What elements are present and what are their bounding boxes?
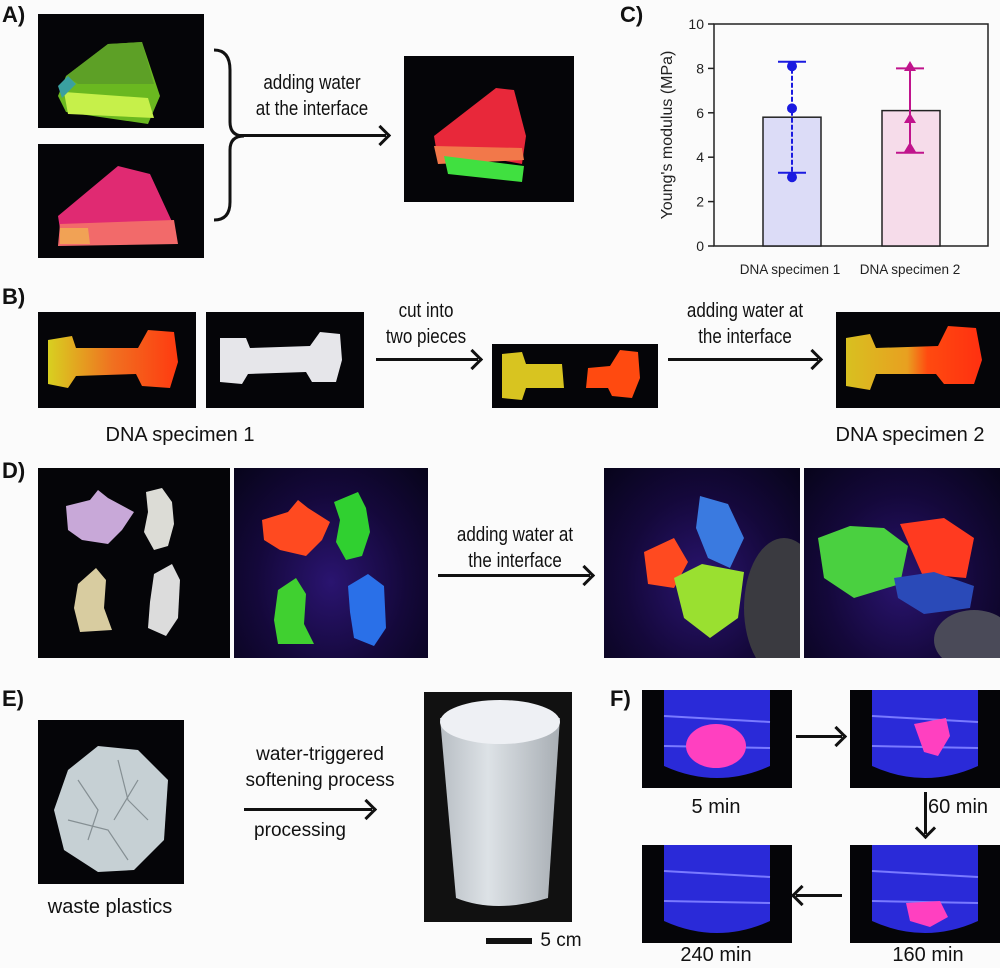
panel-d-arrow-text-1: adding water at [456, 524, 574, 546]
panel-f-vial-60min-photo [850, 690, 1000, 788]
chart-x-label-1: DNA specimen 1 [740, 262, 841, 277]
panel-f-arrow-5-to-60 [796, 735, 842, 738]
panel-d-arrow-text-2: the interface [468, 550, 562, 572]
panel-d-arrow [438, 574, 590, 577]
panel-e-caption-waste-plastics: waste plastics [47, 896, 173, 918]
panel-b-caption-specimen-1: DNA specimen 1 [105, 424, 255, 446]
panel-a-merged-wedge-photo [404, 56, 574, 202]
panel-b-healed-dogbone-photo [836, 312, 1000, 408]
chart-y-axis-label: Young's modulus (MPa) [659, 51, 676, 220]
panel-f-time-5min: 5 min [691, 796, 741, 818]
panel-e-label: E) [2, 686, 24, 711]
panel-b-cut-arrow [376, 358, 478, 361]
bar-dna-specimen-2 [881, 109, 941, 247]
panel-f-time-240min: 240 min [680, 944, 752, 966]
panel-f-time-60min: 60 min [928, 796, 989, 818]
panel-b-water-arrow [668, 358, 818, 361]
panel-d-pieces-white-light-photo [38, 468, 230, 658]
panel-d-label: D) [2, 458, 26, 483]
svg-text:6: 6 [696, 105, 704, 121]
panel-f-vial-5min-photo [642, 690, 792, 788]
panel-f-label: F) [610, 686, 631, 711]
panel-d-assembled-photo-2 [804, 468, 1000, 658]
panel-f-vial-240min-photo [642, 845, 792, 943]
chart-x-label-2: DNA specimen 2 [860, 262, 961, 277]
panel-b-caption-specimen-2: DNA specimen 2 [835, 424, 985, 446]
panel-f-vial-160min-photo [850, 845, 1000, 943]
svg-text:8: 8 [696, 60, 704, 76]
data-points-specimen-2 [904, 61, 916, 152]
data-points-specimen-1 [787, 61, 797, 183]
panel-a-green-wedge-photo [38, 14, 204, 128]
youngs-modulus-bar-chart: 0 2 4 6 8 10 Young's modulus (MPa) DNA s… [659, 16, 989, 277]
panel-d-pieces-uv-photo [234, 468, 428, 658]
panel-a-arrow-text-1: adding water [263, 72, 361, 94]
scale-bar-label: 5 cm [540, 930, 582, 951]
panel-a-label: A) [2, 2, 26, 27]
panel-b-dogbone-white-photo [206, 312, 364, 408]
panel-e-arrow [244, 808, 372, 811]
panel-b-step2-text-1: adding water at [686, 300, 804, 322]
chart-y-tick-labels: 0 2 4 6 8 10 [688, 16, 704, 254]
panel-e-arrow-text-below: processing [254, 820, 346, 841]
svg-text:4: 4 [696, 149, 704, 165]
chart-plot-frame [713, 23, 989, 247]
svg-text:0: 0 [696, 238, 704, 254]
scale-bar-line [486, 938, 532, 944]
panel-b-step1-text-1: cut into [398, 300, 454, 322]
panel-e-arrow-text-1: water-triggered [256, 744, 384, 765]
panel-d-assembled-photo-1 [604, 468, 800, 658]
svg-text:2: 2 [696, 194, 704, 210]
panel-b-label: B) [2, 284, 26, 309]
panel-b-dogbone-colored-photo [38, 312, 196, 408]
panel-f-arrow-60-to-160 [924, 792, 927, 834]
panel-f-time-160min: 160 min [892, 944, 964, 966]
panel-e-cylinder-photo [424, 692, 572, 922]
panel-b-step2-text-2: the interface [698, 326, 792, 348]
panel-e-waste-plastics-photo [38, 720, 184, 884]
panel-f-arrow-160-to-240 [796, 894, 842, 897]
panel-c-label: C) [620, 2, 644, 27]
panel-b-cut-pieces-photo [492, 344, 658, 408]
panel-e-arrow-text-2: softening process [245, 770, 395, 791]
panel-a-pink-wedge-photo [38, 144, 204, 258]
svg-text:10: 10 [688, 16, 704, 32]
panel-a-arrow-text-2: at the interface [255, 98, 369, 120]
panel-b-step1-text-2: two pieces [385, 326, 467, 348]
panel-a-arrow [236, 134, 386, 137]
